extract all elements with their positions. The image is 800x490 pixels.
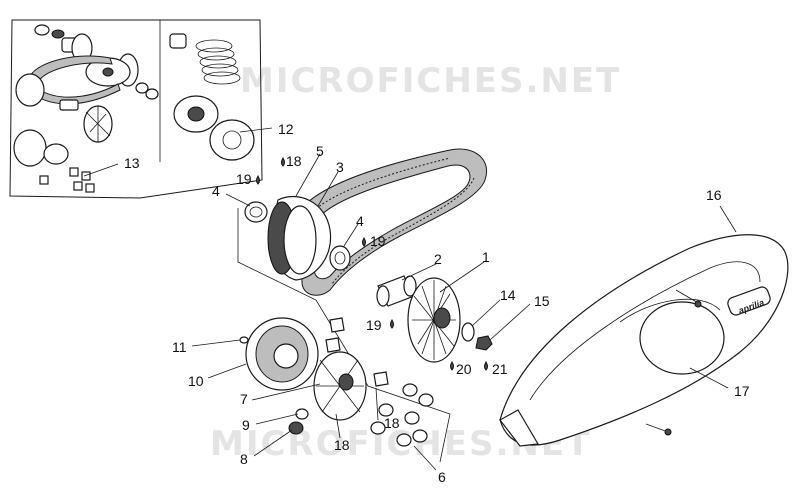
callout-21: 21 <box>492 361 508 377</box>
callout-10: 10 <box>188 373 204 389</box>
callout-15: 15 <box>534 293 550 309</box>
inset-variator <box>13 73 113 193</box>
fixed-half-pulley <box>407 277 461 363</box>
inset-assembly-box <box>9 19 263 199</box>
callout-9: 9 <box>242 417 250 433</box>
callout-14: 14 <box>500 287 516 303</box>
roller-weights <box>370 383 434 447</box>
callout-19a: 19 <box>236 171 252 187</box>
callout-17: 17 <box>734 383 750 399</box>
callout-2: 2 <box>434 251 442 267</box>
callout-18b: 18 <box>384 415 400 431</box>
nut <box>475 335 493 351</box>
callout-18a: 18 <box>286 153 302 169</box>
slider-block <box>373 371 389 387</box>
callout-18c: 18 <box>334 437 350 453</box>
slider-block <box>325 337 341 353</box>
grease-drop <box>256 175 260 185</box>
callout-11: 11 <box>172 339 187 355</box>
variator-backplate <box>245 317 319 391</box>
screw <box>239 336 249 344</box>
callout-20: 20 <box>456 361 472 377</box>
roller-holder <box>313 351 367 421</box>
roller <box>288 421 304 435</box>
grease-drop <box>362 237 366 247</box>
callout-4b: 4 <box>356 213 364 229</box>
callout-19b: 19 <box>370 233 386 249</box>
callout-5: 5 <box>316 143 324 159</box>
inset-clutch <box>169 33 255 161</box>
callout-13: 13 <box>124 155 140 171</box>
callout-labels: 1 2 3 4 4 5 6 7 8 9 10 11 12 13 14 15 16… <box>124 121 750 485</box>
grease-drop <box>281 157 285 167</box>
roller <box>295 408 309 420</box>
callout-16: 16 <box>706 187 722 203</box>
callout-12: 12 <box>278 121 294 137</box>
callout-19c: 19 <box>366 317 382 333</box>
callout-7: 7 <box>240 391 248 407</box>
callout-6: 6 <box>438 469 446 485</box>
bushing <box>376 275 417 307</box>
grease-drop <box>390 319 394 329</box>
callout-1: 1 <box>482 249 490 265</box>
inset-pulley-upper <box>34 24 159 100</box>
callout-8: 8 <box>240 451 248 467</box>
watermark-top: MICROFICHES.NET <box>240 61 621 101</box>
grease-drop <box>484 361 488 371</box>
grease-drop <box>450 361 454 371</box>
leader-lines <box>83 127 737 471</box>
callout-3: 3 <box>336 159 344 175</box>
assembly-guide-line <box>237 208 451 463</box>
driven-pulley <box>244 195 351 281</box>
transmission-cover: aprilia <box>499 234 789 447</box>
callout-4a: 4 <box>212 183 220 199</box>
slider-block <box>329 317 345 333</box>
washer <box>461 322 475 342</box>
